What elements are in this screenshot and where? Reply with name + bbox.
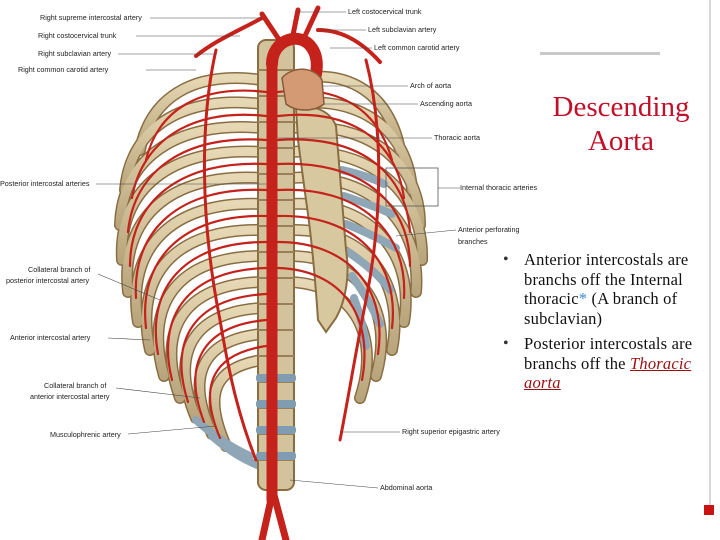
- label-right-subclavian: Right subclavian artery: [38, 49, 112, 58]
- label-anterior-perforating-1: Anterior perforating: [458, 225, 520, 234]
- label-collateral-posterior-1: Collateral branch of: [28, 265, 90, 274]
- label-anterior-perforating-2: branches: [458, 237, 488, 246]
- label-right-costocervical: Right costocervical trunk: [38, 31, 117, 40]
- right-divider: [709, 0, 711, 505]
- thoracic-aorta-link[interactable]: Thoracic aorta: [524, 353, 692, 393]
- anatomy-labels: Right supreme intercostal artery Right c…: [0, 7, 538, 492]
- label-ascending-aorta: Ascending aorta: [420, 99, 472, 108]
- internal-thoracic-bracket: [385, 167, 439, 207]
- bullet-1-tail: (A branch of subclavian): [524, 289, 678, 328]
- label-thoracic-aorta: Thoracic aorta: [434, 133, 480, 142]
- label-anterior-intercostal: Anterior intercostal artery: [10, 333, 91, 342]
- label-collateral-anterior-1: Collateral branch of: [44, 381, 106, 390]
- bullet-list: • Anterior intercostals are branchs off …: [503, 250, 703, 399]
- label-internal-thoracic: Internal thoracic arteries: [460, 183, 538, 192]
- top-divider: [540, 52, 660, 55]
- bullet-dot-icon: •: [503, 335, 509, 352]
- asterisk-marker: *: [578, 289, 588, 308]
- label-musculophrenic: Musculophrenic artery: [50, 430, 121, 439]
- slide-title-line-1: Descending: [552, 91, 690, 123]
- slide-title-line-2: Aorta: [587, 125, 655, 157]
- label-collateral-anterior-2: anterior intercostal artery: [30, 392, 110, 401]
- slide-title: Descending Aorta: [540, 90, 702, 158]
- corner-accent: [704, 505, 714, 515]
- label-left-subclavian: Left subclavian artery: [368, 25, 437, 34]
- label-left-costocervical: Left costocervical trunk: [348, 7, 422, 16]
- label-collateral-posterior-2: posterior intercostal artery: [6, 276, 89, 285]
- bullet-2-text: Posterior intercostals are branchs off t…: [524, 334, 693, 373]
- label-right-common-carotid: Right common carotid artery: [18, 65, 109, 74]
- bullet-1-text: Anterior intercostals are branchs off th…: [524, 250, 689, 308]
- label-abdominal-aorta: Abdominal aorta: [380, 483, 432, 492]
- rib-cage-illustration: Right supreme intercostal artery Right c…: [0, 5, 538, 540]
- label-right-supreme-intercostal: Right supreme intercostal artery: [40, 13, 142, 22]
- label-posterior-intercostal: Posterior intercostal arteries: [0, 179, 90, 188]
- bullet-posterior-intercostals: • Posterior intercostals are branchs off…: [503, 334, 703, 393]
- label-left-common-carotid: Left common carotid artery: [374, 43, 460, 52]
- sternum: [294, 105, 349, 334]
- label-right-superior-epigastric: Right superior epigastric artery: [402, 427, 500, 436]
- label-arch-of-aorta: Arch of aorta: [410, 81, 451, 90]
- bullet-anterior-intercostals: • Anterior intercostals are branchs off …: [503, 250, 703, 328]
- bullet-dot-icon: •: [503, 251, 509, 268]
- leader-lines: [96, 11, 460, 489]
- aortic-arch: [281, 68, 325, 111]
- ribs-left: [114, 72, 268, 452]
